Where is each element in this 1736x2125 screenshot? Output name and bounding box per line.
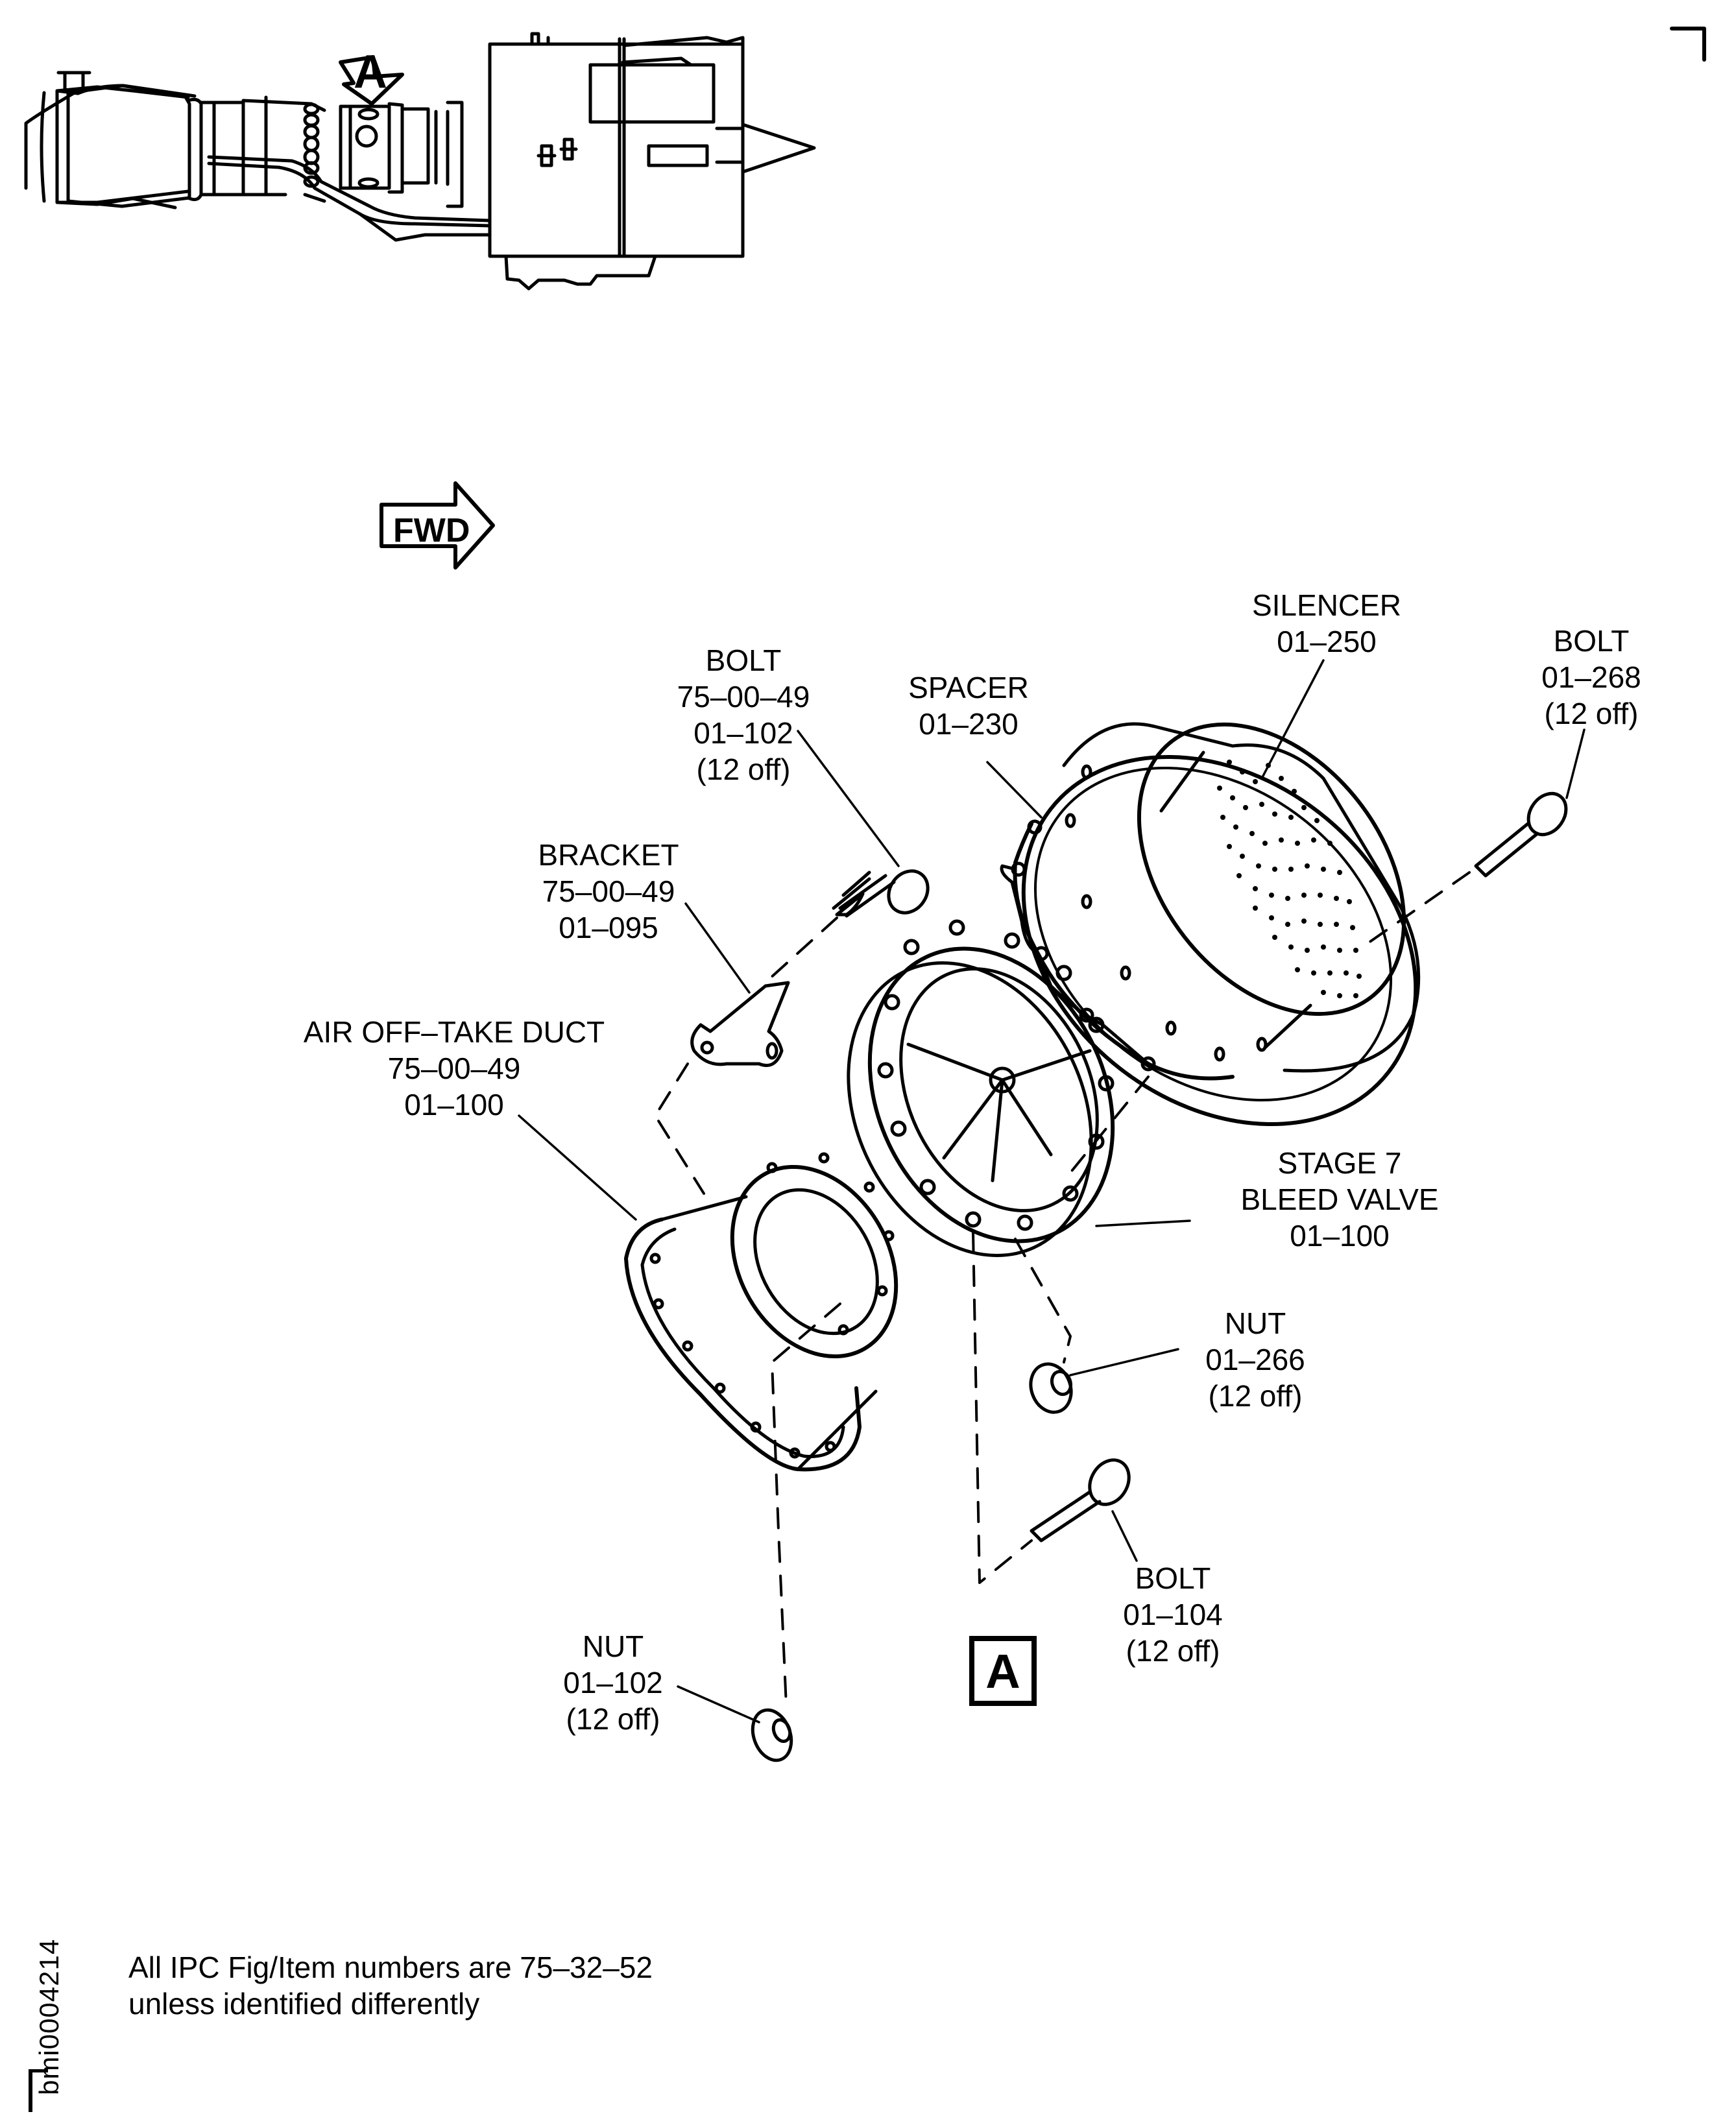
silencer-flange-holes bbox=[1065, 764, 1268, 1062]
duct-flange-holes bbox=[649, 1152, 895, 1459]
callout-bracket: BRACKET 75–00–49 01–095 bbox=[538, 837, 679, 946]
callout-item: 01–102 bbox=[693, 716, 793, 750]
callout-name: NUT bbox=[1224, 1306, 1286, 1340]
callout-ref: 75–00–49 bbox=[387, 1051, 521, 1085]
docid-bracket bbox=[29, 2069, 32, 2112]
callout-item: 01–102 bbox=[563, 1666, 663, 1699]
nut-01-266-part bbox=[1029, 1362, 1073, 1414]
callout-qty: (12 off) bbox=[1126, 1634, 1220, 1668]
bracket-part bbox=[690, 981, 790, 1067]
spacer-part bbox=[1000, 819, 1235, 1081]
callout-item: 01–100 bbox=[1290, 1219, 1390, 1253]
engine-port-holes bbox=[303, 102, 320, 188]
docid-bracket-foot bbox=[29, 2069, 48, 2072]
callout-name: AIR OFF–TAKE DUCT bbox=[303, 1015, 605, 1049]
callout-spacer: SPACER 01–230 bbox=[908, 669, 1029, 742]
fan-case bbox=[488, 42, 745, 258]
spinner-cone bbox=[741, 123, 816, 174]
callout-name: SPACER bbox=[908, 671, 1029, 704]
callout-name: STAGE 7 bbox=[1277, 1146, 1402, 1180]
callout-name: BOLT bbox=[1135, 1561, 1211, 1595]
callout-ref: 75–00–49 bbox=[677, 680, 810, 714]
callout-item: 01–100 bbox=[404, 1088, 504, 1122]
callout-nut-01-102: NUT 01–102 (12 off) bbox=[563, 1628, 663, 1737]
callout-silencer: SILENCER 01–250 bbox=[1252, 587, 1401, 660]
callout-item: 01–268 bbox=[1541, 660, 1641, 694]
bolt-01-104-part bbox=[1030, 1458, 1131, 1543]
ipc-note: All IPC Fig/Item numbers are 75–32–52 un… bbox=[128, 1949, 653, 2022]
silencer-part bbox=[1021, 722, 1421, 1126]
document-id: bmi0004214 bbox=[34, 1938, 64, 2095]
callout-item: 01–250 bbox=[1277, 625, 1377, 658]
bleed-valve-lugs bbox=[877, 919, 1115, 1231]
callout-bolt-01-104: BOLT 01–104 (12 off) bbox=[1123, 1560, 1223, 1669]
callout-ref: 75–00–49 bbox=[542, 874, 675, 908]
silencer-perforations bbox=[1217, 760, 1362, 998]
view-a-arrow bbox=[339, 55, 404, 106]
callout-item: 01–230 bbox=[919, 707, 1019, 741]
air-offtake-duct-part bbox=[624, 1152, 898, 1472]
nut-01-102-part bbox=[751, 1708, 793, 1762]
bleed-valve-part bbox=[847, 919, 1115, 1257]
callout-qty: (12 off) bbox=[566, 1702, 660, 1736]
bolt-01-268-part bbox=[1474, 791, 1568, 878]
callout-bolt-01-268: BOLT 01–268 (12 off) bbox=[1541, 623, 1641, 732]
corner-crop-mark bbox=[1670, 27, 1706, 62]
leader-lines bbox=[518, 659, 1585, 1723]
callout-item: 01–104 bbox=[1123, 1598, 1223, 1631]
fwd-label: FWD bbox=[393, 512, 470, 549]
ipc-note-line-1: All IPC Fig/Item numbers are 75–32–52 bbox=[128, 1951, 653, 1984]
ipc-note-line-2: unless identified differently bbox=[128, 1987, 480, 2021]
fwd-arrow bbox=[380, 481, 495, 570]
callout-qty: (12 off) bbox=[1208, 1379, 1303, 1413]
view-a-box-label: A bbox=[969, 1636, 1037, 1706]
callout-air-offtake-duct: AIR OFF–TAKE DUCT 75–00–49 01–100 bbox=[304, 1014, 605, 1123]
callout-name: NUT bbox=[582, 1629, 644, 1663]
view-a-marker: A bbox=[354, 46, 387, 98]
callout-name: BRACKET bbox=[538, 838, 679, 872]
callout-bleed-valve: STAGE 7 BLEED VALVE 01–100 bbox=[1240, 1145, 1438, 1254]
callout-name: BOLT bbox=[705, 643, 782, 677]
callout-qty: (12 off) bbox=[696, 752, 791, 786]
callout-qty: (12 off) bbox=[1544, 697, 1639, 730]
bolt-01-102-part bbox=[832, 869, 930, 918]
callout-item: 01–266 bbox=[1205, 1343, 1305, 1376]
callout-item: 01–095 bbox=[559, 911, 658, 944]
callout-bolt-01-102: BOLT 75–00–49 01–102 (12 off) bbox=[677, 642, 810, 787]
alignment-dashes bbox=[654, 871, 1471, 1707]
callout-name: BOLT bbox=[1553, 624, 1630, 658]
callout-nut-01-266: NUT 01–266 (12 off) bbox=[1205, 1305, 1305, 1414]
engine-overview bbox=[24, 32, 816, 570]
callout-name-2: BLEED VALVE bbox=[1240, 1183, 1439, 1216]
callout-name: SILENCER bbox=[1251, 588, 1402, 622]
